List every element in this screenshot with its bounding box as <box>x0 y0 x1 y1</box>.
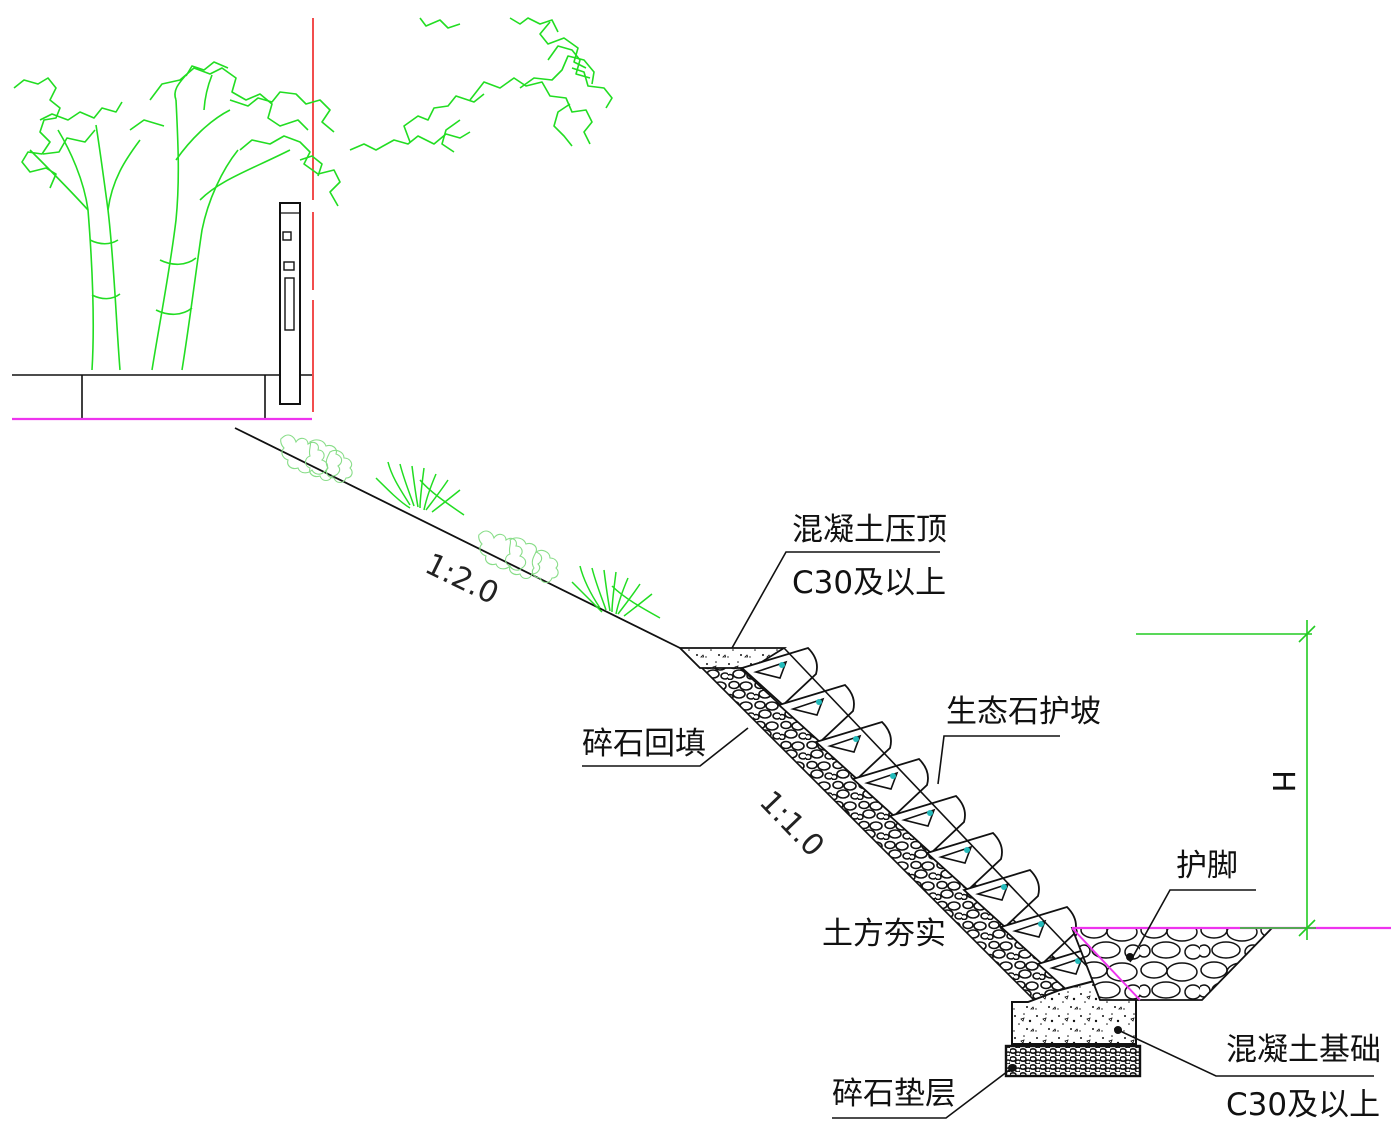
eco-block-cell <box>827 734 862 753</box>
eco-block <box>777 683 855 744</box>
grass-clump <box>375 461 465 516</box>
foundation-grade-label: C30及以上 <box>1226 1087 1380 1123</box>
eco-block-cell <box>864 771 899 790</box>
grass-clump <box>571 565 661 619</box>
eco-block-cell <box>938 845 973 864</box>
drain-marker <box>964 847 970 853</box>
upper-platform <box>12 374 312 418</box>
shrub-outline <box>280 434 559 584</box>
eco-block <box>851 757 929 818</box>
eco-slope-label: 生态石护坡 <box>946 694 1101 730</box>
compacted-earth-label: 土方夯实 <box>822 916 946 952</box>
eco-slope-face <box>783 647 1101 981</box>
upper-slope-ratio: 1:2.0 <box>419 547 503 612</box>
tree-illustration <box>13 17 613 371</box>
eco-block-cell <box>1049 956 1084 975</box>
height-label: H <box>1265 770 1300 793</box>
eco-block <box>814 720 892 781</box>
railing-post <box>279 202 301 405</box>
eco-block-cell <box>753 660 788 679</box>
upper-slope-line <box>234 427 681 649</box>
drain-marker <box>927 810 933 816</box>
drain-marker <box>1038 921 1044 927</box>
gravel-cushion <box>1004 1044 1142 1078</box>
drain-marker <box>816 699 822 705</box>
eco-block-cell <box>975 882 1010 901</box>
leader-lines <box>582 551 1374 1119</box>
eco-block <box>888 794 966 855</box>
gravel-backfill-label: 碎石回填 <box>582 726 706 762</box>
toe-label: 护脚 <box>1176 848 1238 884</box>
eco-block <box>962 868 1040 929</box>
gravel-cushion-label: 碎石垫层 <box>832 1076 956 1112</box>
cap-name-label: 混凝土压顶 <box>792 512 947 548</box>
eco-block-cell <box>790 697 825 716</box>
drain-marker <box>779 662 785 668</box>
drain-marker <box>890 773 896 779</box>
drain-marker <box>853 736 859 742</box>
eco-block-cell <box>1012 919 1047 938</box>
cap-grade-label: C30及以上 <box>792 565 946 601</box>
leader-dots <box>1008 953 1134 1072</box>
eco-block <box>925 831 1003 892</box>
toe-protection <box>1070 927 1275 1001</box>
lower-slope-ratio: 1:1.0 <box>752 784 831 864</box>
lower-grade-slope <box>1071 927 1141 1001</box>
drain-marker <box>1001 884 1007 890</box>
eco-block-cell <box>901 808 936 827</box>
foundation-name-label: 混凝土基础 <box>1226 1032 1381 1068</box>
height-dimension <box>1136 620 1316 940</box>
